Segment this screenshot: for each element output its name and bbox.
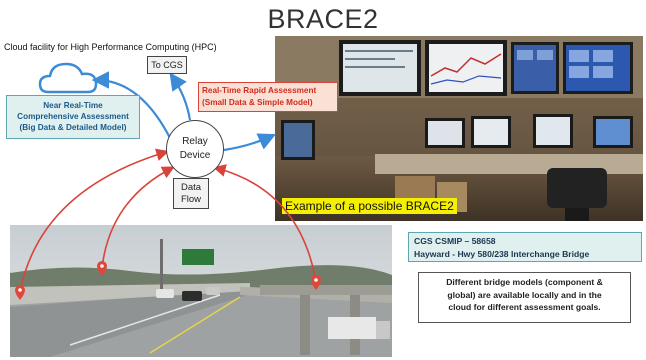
data-flow-box: Data Flow (173, 178, 209, 209)
arrow-to-control-room (223, 133, 277, 152)
to-cgs-box: To CGS (147, 56, 187, 74)
relay-line-1: Relay (182, 136, 208, 147)
relay-device-node: Relay Device (166, 120, 224, 178)
rt-line-2: (Small Data & Simple Model) (202, 98, 313, 107)
sensor-pin-icon (311, 275, 321, 290)
flow-line-1: Data (180, 181, 202, 193)
sensor-pin-icon (97, 261, 107, 276)
page-title: BRACE2 (267, 4, 379, 34)
flow-line-2: Flow (180, 193, 202, 205)
sensor-line-3 (212, 164, 317, 283)
nrt-line-3: (Big Data & Detailed Model) (19, 123, 127, 132)
arrow-to-cloud (91, 71, 171, 139)
bridge-photo (10, 225, 392, 357)
cgs-line-1: CGS CSMIP – 58658 (414, 236, 496, 246)
models-line-3: cloud for different assessment goals. (448, 302, 601, 312)
models-line-2: global) are available locally and in the (447, 289, 602, 300)
sensor-line-1 (19, 148, 170, 293)
bridge-models-note: Different bridge models (component & glo… (418, 272, 631, 323)
example-caption: Example of a possible BRACE2 (282, 198, 457, 214)
cgs-station-info-box: CGS CSMIP – 58658 Hayward - Hwy 580/238 … (408, 232, 642, 262)
real-time-assessment-box: Real-Time Rapid Assessment (Small Data &… (198, 82, 338, 112)
control-room-photo (275, 36, 643, 221)
arrow-to-cgs (169, 72, 192, 121)
sensor-pin-icon (15, 285, 25, 300)
sensor-line-2 (101, 166, 175, 269)
near-real-time-assessment-box: Near Real-Time Comprehensive Assessment … (6, 95, 140, 139)
nrt-line-2: Comprehensive Assessment (17, 112, 129, 121)
rt-line-1: Real-Time Rapid Assessment (202, 86, 317, 95)
cgs-line-2: Hayward - Hwy 580/238 Interchange Bridge (414, 248, 590, 259)
relay-line-2: Device (179, 150, 211, 161)
cloud-icon (38, 62, 98, 94)
hpc-caption: Cloud facility for High Performance Comp… (4, 42, 217, 52)
nrt-line-1: Near Real-Time (43, 101, 103, 110)
models-line-1: Different bridge models (component & (446, 277, 603, 287)
